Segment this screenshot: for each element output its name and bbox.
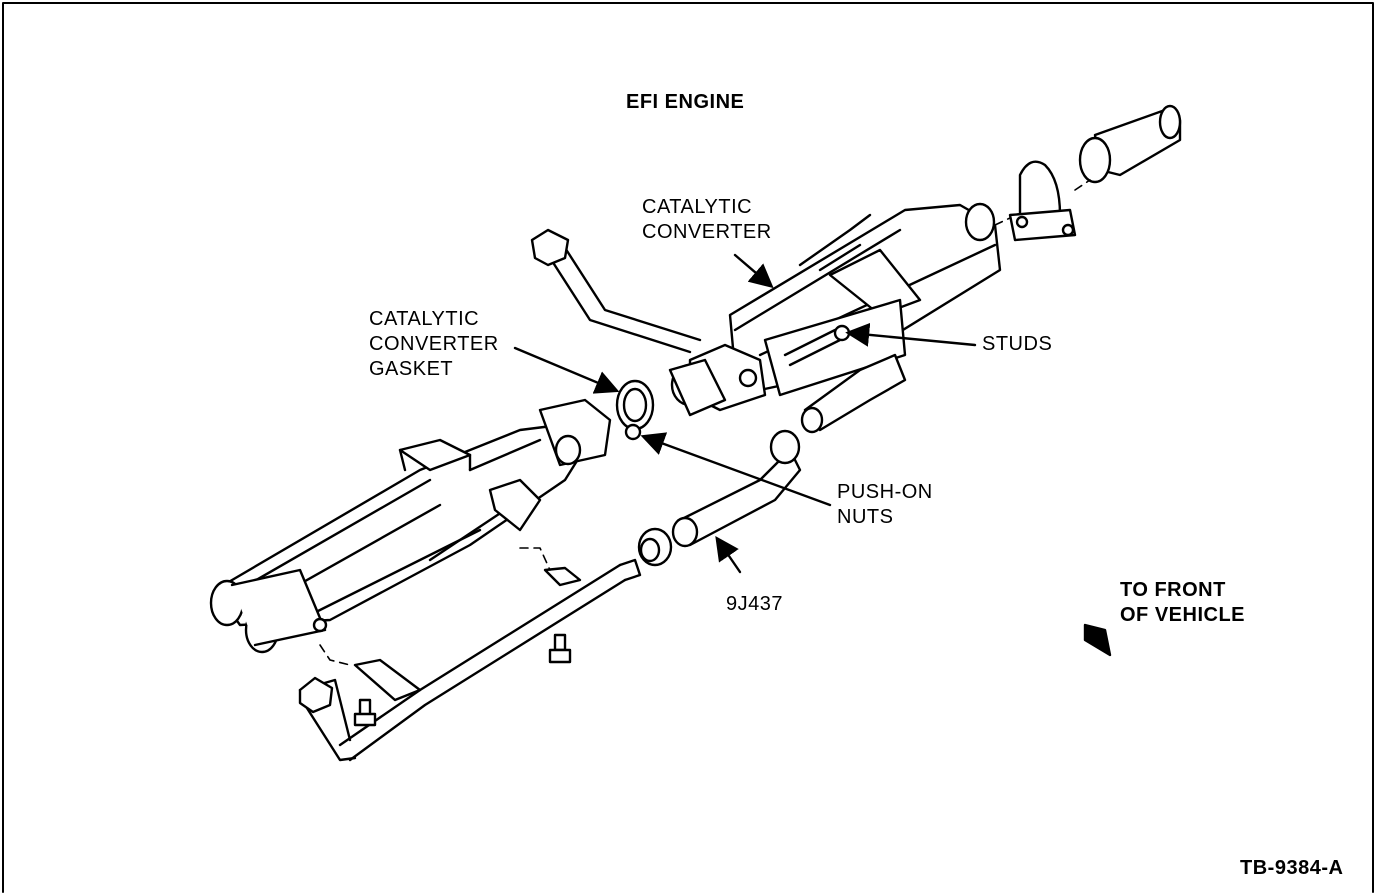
leader-9j437	[715, 536, 742, 574]
front-direction-arrow	[1083, 623, 1112, 657]
label-line: NUTS	[837, 506, 894, 528]
label-studs: STUDS	[982, 333, 1053, 355]
label-line: CATALYTIC	[369, 308, 480, 330]
check-valve	[800, 353, 907, 434]
label-line: OF VEHICLE	[1120, 604, 1246, 626]
label-catalytic-converter-gasket: CATALYTIC CONVERTER GASKET	[369, 307, 499, 382]
label-catalytic-converter: CATALYTIC CONVERTER	[642, 195, 772, 245]
hose-9j437	[637, 429, 802, 567]
label-line: CONVERTER	[642, 221, 772, 243]
label-line: CATALYTIC	[642, 196, 753, 218]
diagram-title: EFI ENGINE	[626, 91, 745, 113]
leader-studs	[845, 322, 977, 347]
muffler-clamp	[1008, 160, 1077, 242]
catalytic-converter	[668, 202, 1002, 417]
alignment-lines	[319, 179, 1091, 666]
y-pipe	[209, 398, 612, 654]
air-tube-lower	[298, 558, 642, 762]
bolt	[353, 633, 572, 727]
label-part-number: 9J437	[726, 593, 783, 615]
air-tube-upper	[543, 238, 702, 354]
leader-catalytic-converter	[733, 253, 774, 289]
catalytic-converter-gasket	[615, 379, 655, 441]
label-line: CONVERTER	[369, 333, 499, 355]
label-front-of-vehicle: TO FRONT OF VEHICLE	[1120, 578, 1245, 628]
air-tube-nut	[530, 228, 570, 267]
label-line: TO FRONT	[1120, 579, 1226, 601]
leader-gasket	[513, 346, 620, 394]
leader-push-on-nuts	[640, 432, 832, 507]
tailpipe	[1078, 104, 1182, 184]
label-line: PUSH-ON	[837, 481, 933, 503]
label-push-on-nuts: PUSH-ON NUTS	[837, 480, 933, 530]
label-line: GASKET	[369, 358, 454, 380]
figure-id: TB-9384-A	[1240, 857, 1344, 879]
